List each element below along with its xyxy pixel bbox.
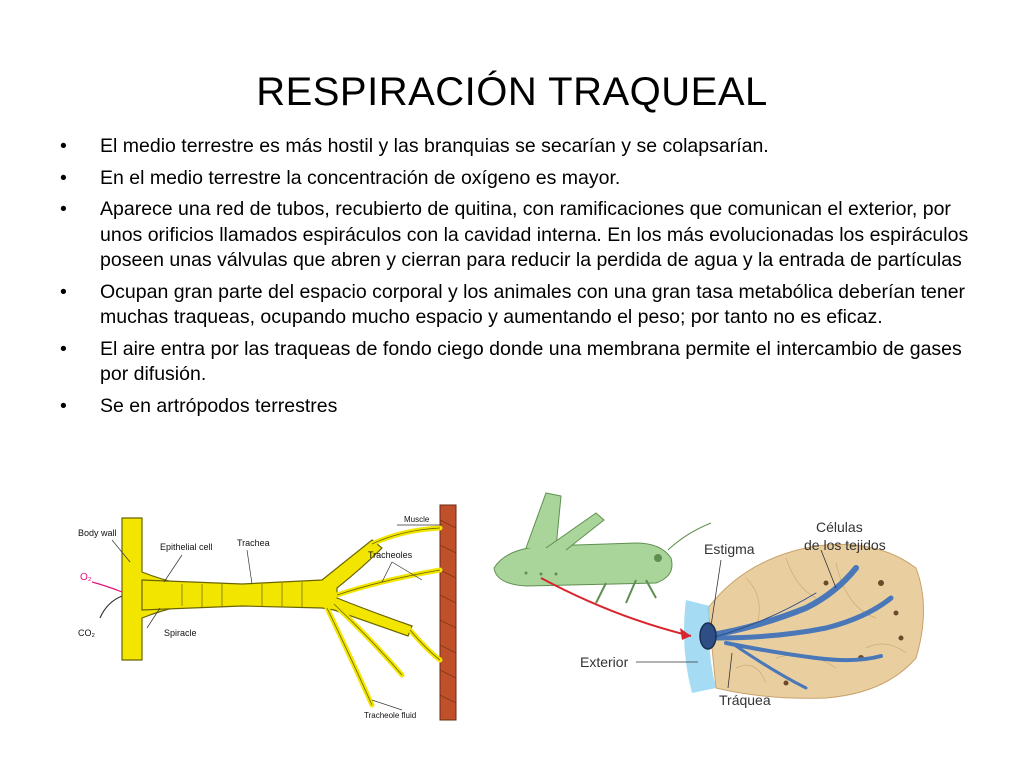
label-body-wall: Body wall — [78, 528, 117, 538]
bullet-item: En el medio terrestre la concentración d… — [56, 166, 976, 192]
tissue-block — [707, 543, 924, 699]
grasshopper-trachea-diagram: Estigma Células de los tejidos Exterior … — [486, 488, 946, 723]
stigma-opening — [699, 622, 717, 650]
label-muscle: Muscle — [404, 515, 430, 524]
label-co2: CO₂ — [78, 628, 96, 638]
label-tracheoles: Tracheoles — [368, 550, 413, 560]
label-trachea: Trachea — [237, 538, 270, 548]
label-cells-line1: Células — [816, 519, 863, 535]
muscle-band — [439, 504, 457, 721]
label-trachea-es: Tráquea — [719, 692, 771, 708]
co2-arrow — [99, 595, 123, 619]
arrow-head — [680, 628, 691, 640]
bullet-item: Se en artrópodos terrestres — [56, 394, 976, 420]
bullet-list: El medio terrestre es más hostil y las b… — [56, 134, 976, 425]
bullet-item: El medio terrestre es más hostil y las b… — [56, 134, 976, 160]
slide-title: RESPIRACIÓN TRAQUEAL — [256, 70, 768, 114]
bullet-item: Ocupan gran parte del espacio corporal y… — [56, 280, 976, 331]
trachea-tubes — [703, 565, 894, 690]
bullet-item: Aparece una red de tubos, recubierto de … — [56, 197, 976, 274]
label-stigma: Estigma — [704, 541, 755, 557]
grasshopper-illustration — [493, 492, 712, 604]
bullet-item: El aire entra por las traqueas de fondo … — [56, 337, 976, 388]
label-tracheole-fluid: Tracheole fluid — [364, 711, 416, 720]
airflow-arrow — [540, 577, 692, 637]
o2-arrow — [91, 581, 123, 593]
label-exterior: Exterior — [580, 654, 629, 670]
label-o2: O₂ — [80, 572, 92, 583]
tracheal-system-diagram: Body wall Epithelial cell Trachea Muscle… — [72, 500, 472, 725]
label-epithelial-cell: Epithelial cell — [160, 542, 213, 552]
label-spiracle: Spiracle — [164, 628, 197, 638]
label-cells-line2: de los tejidos — [804, 537, 886, 553]
